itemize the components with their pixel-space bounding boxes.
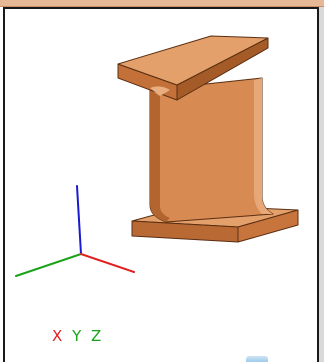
axis-legend: X Y Z — [52, 327, 105, 345]
z-axis-line — [76, 185, 82, 255]
x-axis-label: X — [52, 327, 64, 345]
viewport-scrollbar-edge — [319, 7, 324, 362]
top-flange-fillet — [150, 86, 170, 96]
y-axis-label: Y — [72, 327, 83, 345]
view-orientation-tab[interactable] — [246, 356, 268, 362]
bottom-flange-side-face — [237, 209, 299, 243]
web-right-fillet — [254, 78, 273, 214]
z-axis-label: Z — [91, 327, 103, 345]
y-axis-line — [15, 253, 82, 277]
axis-triad — [15, 185, 135, 277]
web-left-shadow — [150, 90, 170, 222]
i-beam-model[interactable] — [117, 35, 299, 243]
top-flange-top-face — [117, 35, 269, 86]
x-axis-line — [80, 253, 135, 273]
window-top-strip — [0, 0, 324, 7]
